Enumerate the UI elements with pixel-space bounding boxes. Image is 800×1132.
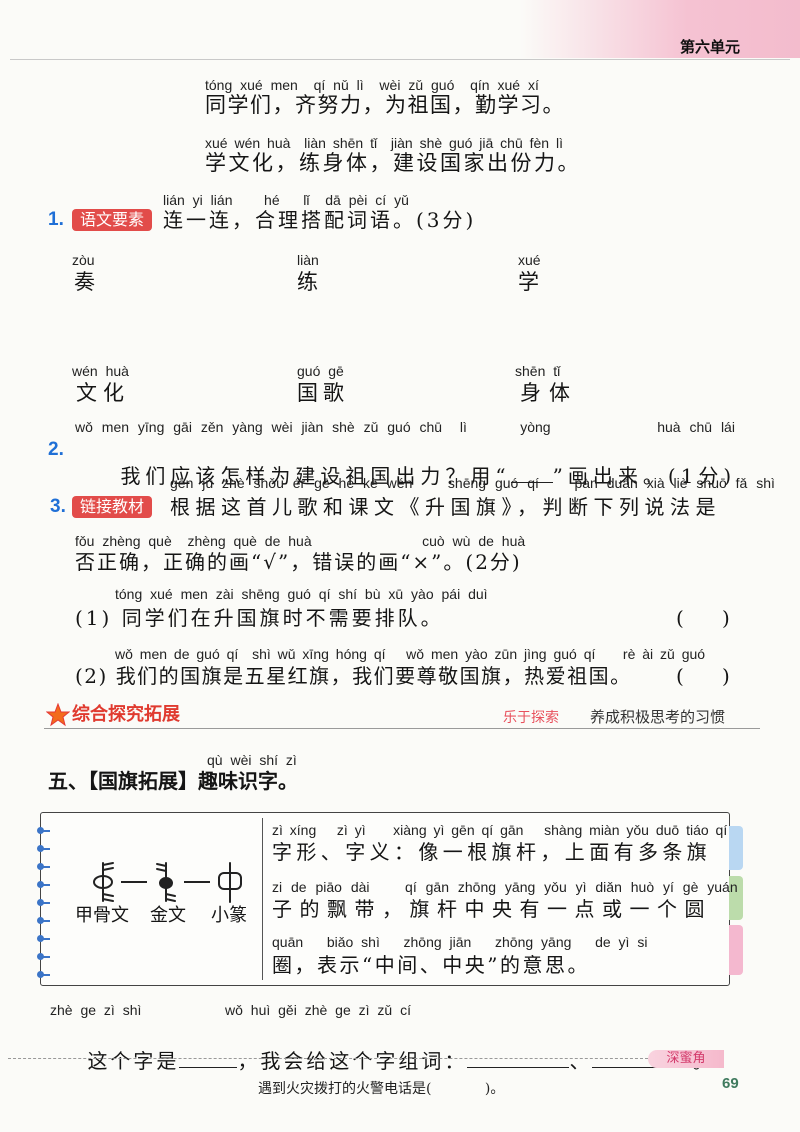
box-divider bbox=[262, 818, 263, 980]
page-number: 69 bbox=[722, 1075, 739, 1092]
q3-instruction-1: 根据这首儿歌和课文《升国旗》，判断下列说法是 bbox=[170, 495, 721, 519]
footer-dashed-rule bbox=[8, 1058, 648, 1059]
q1-bottom-word-2: 国歌 bbox=[297, 381, 349, 405]
q1-top-word-3-pinyin: xué bbox=[518, 252, 541, 268]
bronze-zhong-glyph bbox=[156, 862, 176, 902]
box-tab-green bbox=[729, 876, 743, 920]
binder-ring bbox=[37, 935, 50, 942]
q1-badge: 语文要素 bbox=[72, 209, 153, 231]
q3-instruction-2: 否正确，正确的画“√”，错误的画“×”。(2分) bbox=[75, 550, 522, 574]
fill-pinyin-1: zhè ge zì shì bbox=[50, 1002, 142, 1018]
q3-item-1-pinyin: tóng xué men zài shēng guó qí shí bù xū … bbox=[115, 586, 488, 602]
fill-pinyin-2: wǒ huì gěi zhè ge zì zǔ cí bbox=[225, 1002, 411, 1018]
q1-number: 1. bbox=[48, 209, 64, 230]
q1-top-word-2-pinyin: liàn bbox=[297, 252, 319, 268]
q3-pinyin-2: fǒu zhèng què zhèng què de huà cuò wù de… bbox=[75, 533, 526, 549]
q3-item-1: (1) 同学们在升国旗时不需要排队。 bbox=[75, 606, 444, 630]
footer-question: 遇到火灾拨打的火警电话是( )。 bbox=[258, 1081, 505, 1097]
q1-top-word-1-pinyin: zòu bbox=[72, 252, 95, 268]
zhong-glyph-evolution bbox=[93, 862, 242, 903]
q3-pinyin-1: gēn jù zhè shǒu ér gē hé kè wén shēng gu… bbox=[170, 475, 775, 491]
q2-underline-blank bbox=[510, 464, 553, 483]
oracle-bone-zhong-glyph bbox=[93, 862, 114, 902]
q3-item-2: (2) 我们的国旗是五星红旗，我们要尊敬国旗，热爱祖国。 bbox=[75, 664, 632, 688]
box-tab-pink bbox=[729, 925, 743, 975]
binder-ring bbox=[37, 863, 50, 870]
fill-blank-character bbox=[179, 1049, 238, 1068]
q2-question: 我们应该怎样为建设祖国出力？用“ ”画出来。(1分) bbox=[75, 437, 736, 515]
q1-instruction: 连一连，合理搭配词语。(3分) bbox=[163, 208, 477, 232]
q1-bottom-word-3: 身体 bbox=[520, 381, 578, 405]
binder-ring bbox=[37, 845, 50, 852]
box-tab-blue bbox=[729, 826, 743, 870]
section-motto: 养成积极思考的习惯 bbox=[590, 708, 726, 726]
q5-title: 五、【国旗拓展】趣味识字。 bbox=[48, 769, 298, 793]
q3-item-2-pinyin: wǒ men de guó qí shì wǔ xīng hóng qí wǒ … bbox=[115, 646, 706, 662]
q1-top-word-1: 奏 bbox=[74, 270, 95, 294]
box-line-2-pinyin: zi de piāo dài qí gān zhōng yāng yǒu yì … bbox=[272, 879, 738, 895]
fill-text-3: 、 bbox=[569, 1049, 593, 1073]
section-star-icon bbox=[46, 703, 70, 727]
header-band bbox=[520, 0, 800, 58]
q2-text-after: ”画出来。(1分) bbox=[552, 464, 737, 488]
q1-top-word-3: 学 bbox=[518, 270, 539, 294]
q1-bottom-word-2-pinyin: guó gē bbox=[297, 363, 344, 379]
seal-script-zhong-glyph bbox=[218, 862, 242, 903]
binder-ring bbox=[37, 971, 50, 978]
q2-text-before: 我们应该怎样为建设祖国出力？用“ bbox=[120, 464, 511, 488]
box-line-3: 圈，表示“中间、中央”的意思。 bbox=[272, 953, 590, 977]
binder-ring bbox=[37, 827, 50, 834]
corner-badge: 深蜜角 bbox=[648, 1050, 724, 1068]
q3-item-1-answer-parens: ( ) bbox=[676, 606, 730, 630]
label-bronze: 金文 bbox=[150, 905, 186, 926]
unit-title: 第六单元 bbox=[680, 38, 741, 56]
box-line-1: 字形、字义：像一根旗杆，上面有多条旗 bbox=[272, 840, 712, 864]
q1-bottom-word-1: 文化 bbox=[76, 381, 130, 405]
box-line-1-pinyin: zì xíng zì yì xiàng yì gēn qí gān shàng … bbox=[272, 822, 728, 838]
section-tag: 乐于探索 bbox=[503, 710, 559, 726]
label-seal-script: 小篆 bbox=[211, 905, 247, 926]
q2-number: 2. bbox=[48, 439, 64, 460]
q1-pinyin: lián yi lián hé lǐ dā pèi cí yǔ bbox=[163, 192, 409, 208]
section-title: 综合探究拓展 bbox=[72, 704, 180, 725]
q2-pinyin: wǒ men yīng gāi zěn yàng wèi jiàn shè zǔ… bbox=[75, 419, 735, 435]
poem-line-1: 同学们，齐努力，为祖国，勤学习。 bbox=[205, 93, 565, 117]
header-rule bbox=[10, 59, 790, 60]
poem-line-2: 学文化，练身体，建设国家出份力。 bbox=[205, 151, 581, 175]
q3-number: 3. bbox=[50, 496, 66, 517]
poem-line-2-pinyin: xué wén huà liàn shēn tǐ jiàn shè guó ji… bbox=[205, 135, 563, 151]
fill-blank-word-2 bbox=[592, 1049, 693, 1068]
poem-line-1-pinyin: tóng xué men qí nǔ lì wèi zǔ guó qín xué… bbox=[205, 77, 539, 93]
box-line-2: 子的飘带，旗杆中央有一点或一个圆 bbox=[272, 897, 712, 921]
q3-item-2-answer-parens: ( ) bbox=[676, 664, 730, 688]
binder-ring bbox=[37, 917, 50, 924]
fill-text-2: ，我会给这个字组词： bbox=[237, 1049, 468, 1073]
binder-ring bbox=[37, 953, 50, 960]
q5-pinyin: qù wèi shí zì bbox=[207, 752, 297, 768]
fill-blank-word-1 bbox=[467, 1049, 570, 1068]
fill-text-1: 这个字是 bbox=[87, 1049, 180, 1073]
character-info-box bbox=[40, 812, 730, 986]
section-rule bbox=[44, 728, 760, 729]
q1-bottom-word-1-pinyin: wén huà bbox=[72, 363, 129, 379]
binder-ring bbox=[37, 881, 50, 888]
q1-bottom-word-3-pinyin: shēn tǐ bbox=[515, 363, 561, 379]
q3-badge: 链接教材 bbox=[72, 496, 153, 518]
label-oracle-bone: 甲骨文 bbox=[75, 905, 129, 926]
box-line-3-pinyin: quān biǎo shì zhōng jiān zhōng yāng de y… bbox=[272, 934, 648, 950]
q1-top-word-2: 练 bbox=[297, 270, 318, 294]
binder-ring bbox=[37, 899, 50, 906]
